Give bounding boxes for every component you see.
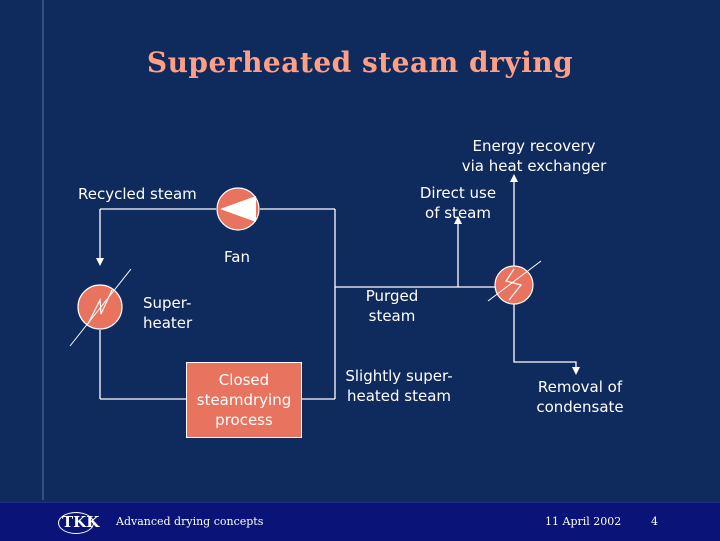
footer-bar: Advanced drying concepts 11 April 2002 4 — [0, 502, 720, 541]
condensate-line — [513, 304, 580, 375]
tkk-logo: TKK — [62, 513, 100, 531]
fan-label: Fan — [224, 248, 250, 266]
footer-date: 11 April 2002 — [545, 515, 622, 528]
closed-drying-process-label: Closed steamdrying process — [196, 371, 292, 429]
purged-steam-label: Purged steam — [365, 287, 419, 325]
footer-page-number: 4 — [651, 515, 658, 528]
recycled-steam-label: Recycled steam — [78, 185, 197, 203]
slightly-superheated-label: Slightly super- heated steam — [345, 367, 453, 405]
energy-recovery-label: Energy recovery via heat exchanger — [461, 137, 607, 175]
direct-use-label: Direct use of steam — [419, 184, 497, 222]
superheater-label: Super- heater — [143, 294, 193, 332]
footer-caption: Advanced drying concepts — [116, 515, 264, 528]
closed-drying-process-box: Closed steamdrying process — [186, 362, 302, 438]
heat-exchanger-icon — [487, 260, 542, 305]
left-divider — [42, 0, 44, 500]
logo-ring-icon — [58, 512, 94, 534]
slide-title: Superheated steam drying — [146, 46, 574, 79]
removal-condensate-label: Removal of condensate — [536, 378, 624, 416]
superheater-icon — [69, 268, 132, 347]
fan-icon — [216, 187, 260, 231]
